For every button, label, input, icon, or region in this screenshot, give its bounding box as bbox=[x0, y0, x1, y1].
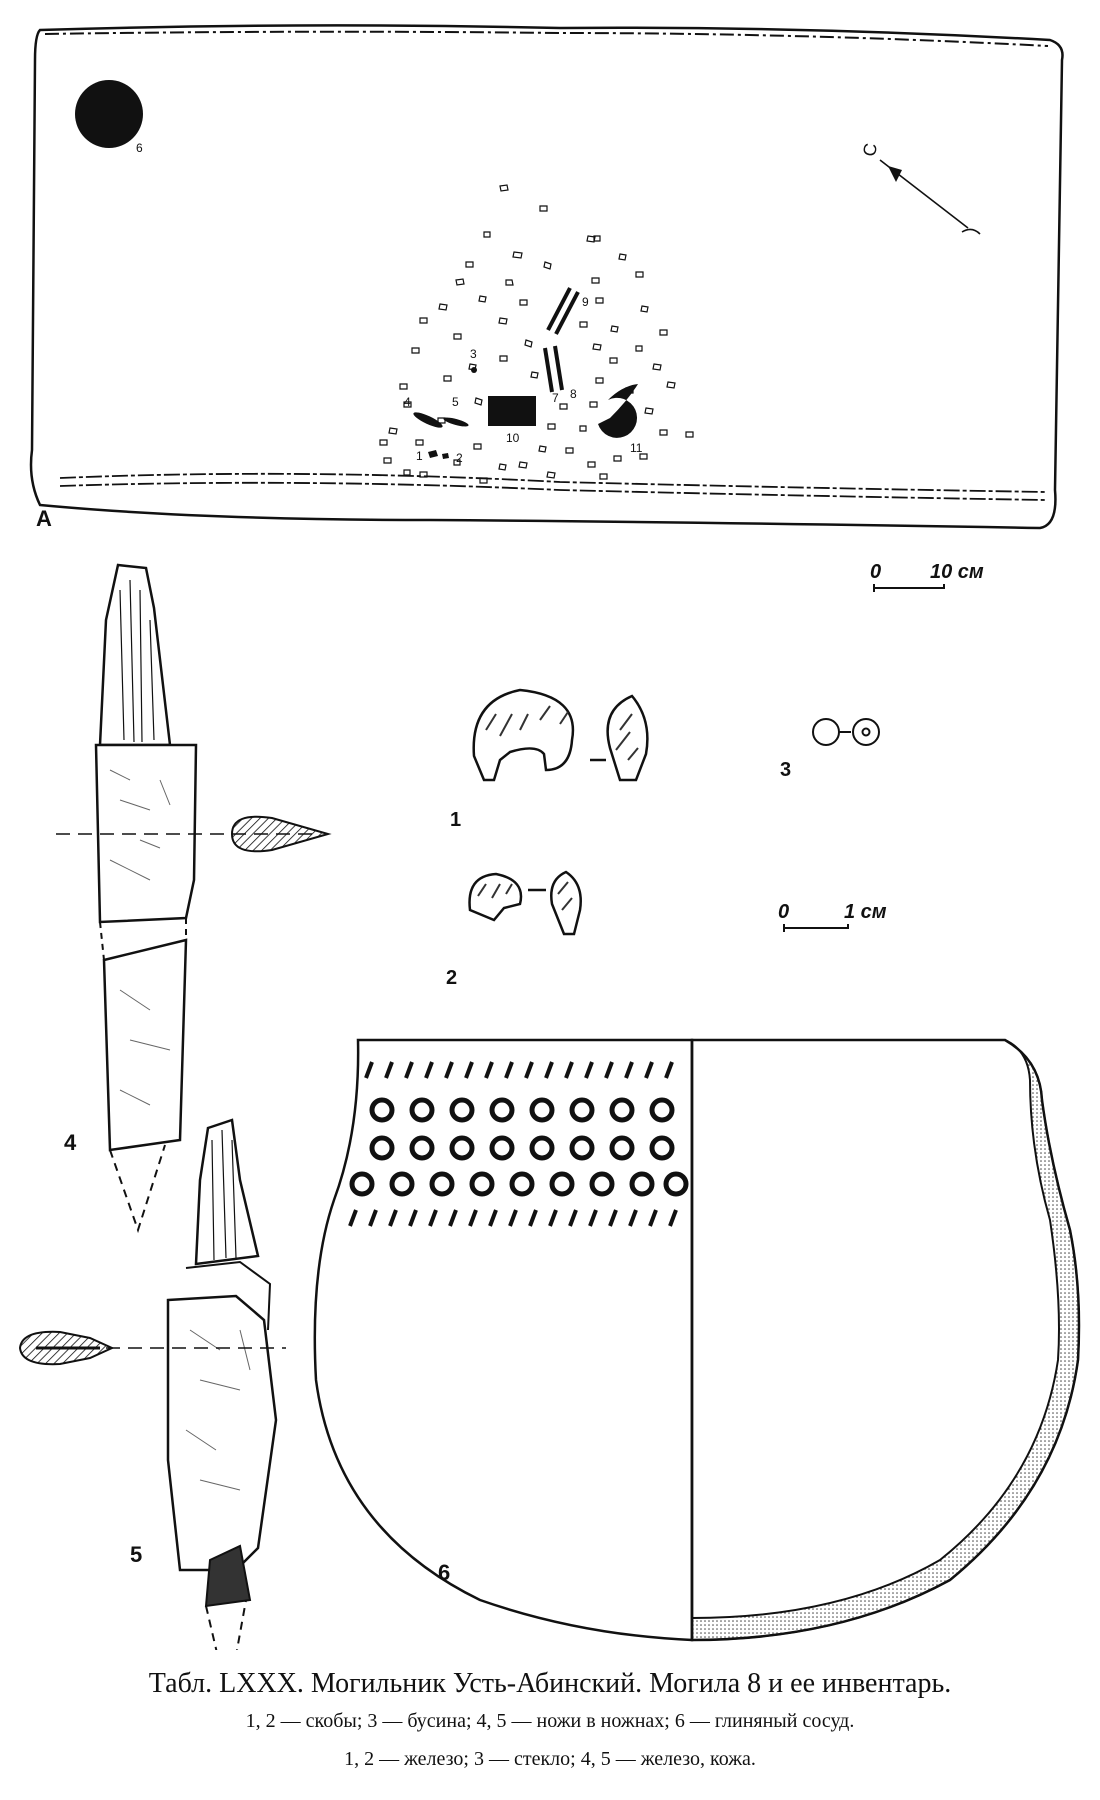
grave-wall-top bbox=[44, 30, 1049, 47]
object-2 bbox=[442, 453, 449, 459]
plan-num-10: 10 bbox=[506, 431, 520, 445]
plan-scale-bar: 0 10 см bbox=[870, 561, 984, 592]
caption-title: Табл. LXXX. Могильник Усть-Абинский. Мог… bbox=[148, 1668, 952, 1699]
items-scale-bar: 0 1 см bbox=[778, 901, 887, 932]
north-arrow: С bbox=[859, 142, 981, 235]
plan-num-8: 8 bbox=[570, 387, 577, 401]
plan-num-11: 11 bbox=[630, 441, 643, 455]
svg-text:4: 4 bbox=[64, 1130, 77, 1155]
object-3 bbox=[471, 367, 477, 373]
vessel-ring-stamps bbox=[349, 1097, 689, 1197]
knife-5: 5 bbox=[18, 1118, 286, 1650]
grave-plan: 6 С bbox=[29, 24, 1064, 531]
svg-text:1: 1 bbox=[450, 809, 461, 831]
svg-text:0: 0 bbox=[778, 901, 789, 923]
object-1 bbox=[428, 450, 438, 458]
grave-wall-bottom bbox=[59, 472, 1046, 501]
plan-num-2: 2 bbox=[456, 451, 463, 465]
object-10 bbox=[488, 396, 536, 426]
svg-text:1 см: 1 см bbox=[844, 901, 887, 923]
caption-materials: 1, 2 — железо; 3 — стекло; 4, 5 — железо… bbox=[344, 1748, 756, 1770]
rods-7-8-9 bbox=[543, 287, 580, 393]
knife-4: 4 bbox=[56, 563, 332, 1234]
object-5 bbox=[443, 417, 469, 427]
bone-fragments bbox=[379, 184, 694, 484]
svg-text:10 см: 10 см bbox=[930, 561, 984, 583]
object-4 bbox=[413, 412, 443, 428]
svg-text:2: 2 bbox=[446, 967, 457, 989]
object-11 bbox=[598, 384, 638, 438]
north-label: С bbox=[859, 142, 881, 158]
plan-num-3: 3 bbox=[470, 347, 477, 361]
bead-3: 3 bbox=[780, 718, 880, 781]
plan-num-4: 4 bbox=[404, 395, 411, 409]
plan-num-1: 1 bbox=[416, 449, 423, 463]
vessel-6-marker bbox=[75, 80, 143, 148]
svg-text:3: 3 bbox=[780, 759, 791, 781]
plan-num-6: 6 bbox=[136, 141, 143, 155]
staple-1: 1 bbox=[450, 688, 649, 831]
plan-num-9: 9 bbox=[582, 295, 589, 309]
plan-num-7: 7 bbox=[552, 391, 559, 405]
vessel-6: 6 bbox=[313, 1038, 1081, 1642]
grave-outline bbox=[29, 24, 1064, 530]
plan-num-5: 5 bbox=[452, 395, 459, 409]
svg-text:6: 6 bbox=[438, 1560, 450, 1585]
vessel-ornament bbox=[348, 1061, 678, 1227]
knife-4-section bbox=[230, 815, 332, 853]
svg-text:0: 0 bbox=[870, 561, 881, 583]
staple-2: 2 bbox=[446, 870, 582, 989]
caption-items: 1, 2 — скобы; 3 — бусина; 4, 5 — ножи в … bbox=[245, 1710, 855, 1732]
svg-text:5: 5 bbox=[130, 1542, 142, 1567]
plan-label: А bbox=[36, 506, 52, 531]
plate-illustration: 6 С bbox=[18, 24, 1081, 1650]
